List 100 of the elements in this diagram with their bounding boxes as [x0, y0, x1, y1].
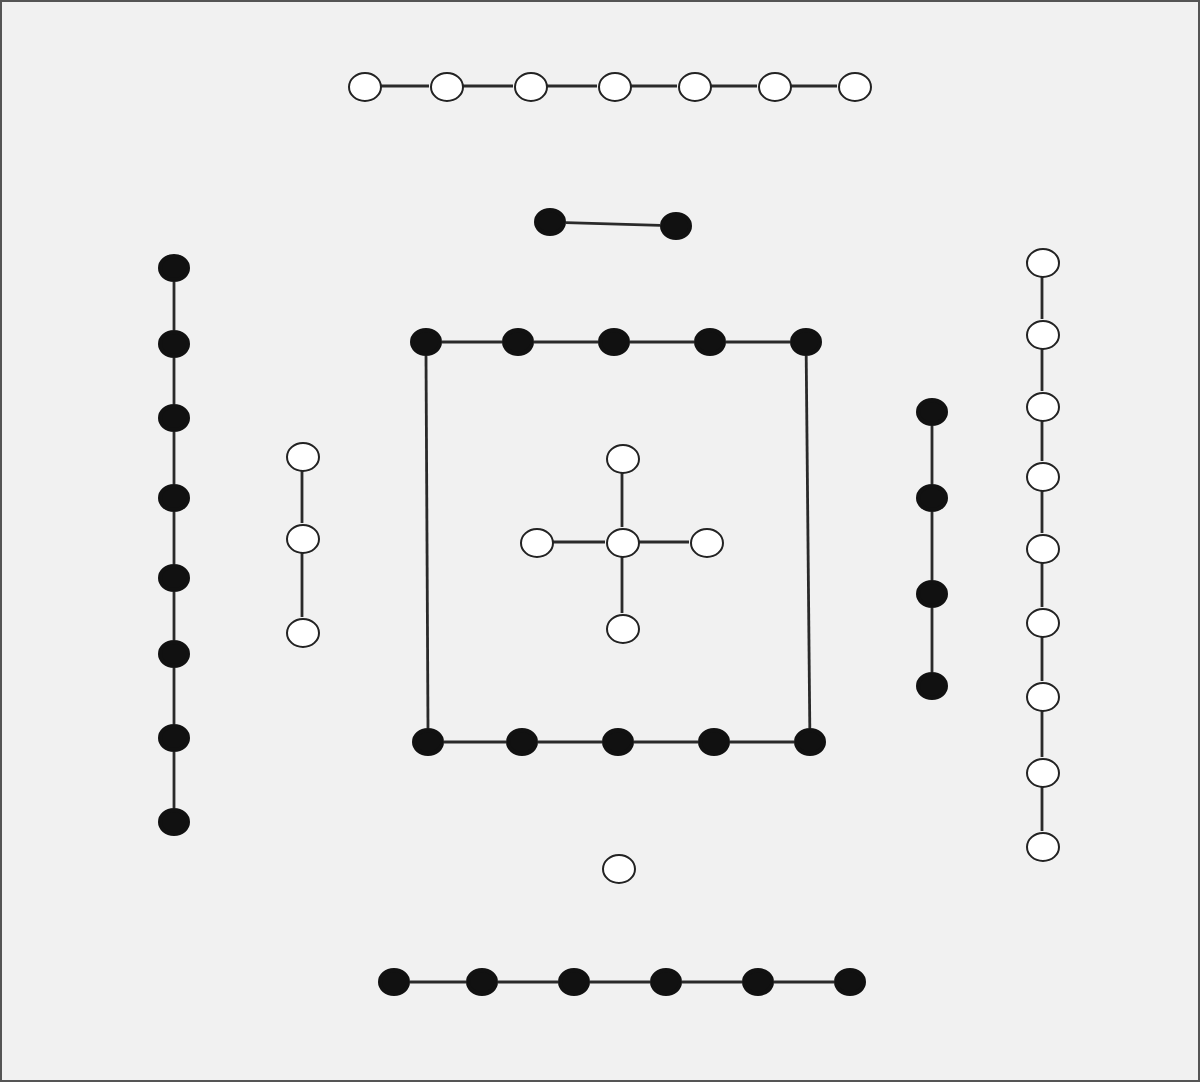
filled-dot: [158, 640, 190, 668]
connecting-line: [172, 592, 176, 640]
open-circle: [1025, 607, 1059, 637]
connecting-line: [444, 740, 506, 744]
connecting-line: [300, 471, 304, 523]
connecting-line: [682, 980, 742, 984]
open-circle: [1025, 831, 1059, 861]
connecting-line: [711, 84, 757, 88]
filled-dot: [598, 328, 630, 356]
filled-dot: [158, 254, 190, 282]
filled-dot: [694, 328, 726, 356]
filled-dot: [794, 728, 826, 756]
connecting-line: [639, 540, 689, 544]
open-circle: [1025, 681, 1059, 711]
connecting-line: [726, 340, 790, 344]
open-circle: [601, 853, 635, 883]
filled-dot: [698, 728, 730, 756]
connecting-line: [791, 84, 837, 88]
filled-dot: [506, 728, 538, 756]
filled-dot: [916, 398, 948, 426]
connecting-line: [631, 84, 677, 88]
filled-dot: [558, 968, 590, 996]
filled-dot: [158, 724, 190, 752]
filled-dot: [742, 968, 774, 996]
connecting-line: [463, 84, 513, 88]
connecting-line: [172, 668, 176, 724]
open-circle: [1025, 247, 1059, 277]
connecting-line: [1040, 711, 1044, 757]
connecting-line: [172, 512, 176, 564]
open-circle: [1025, 391, 1059, 421]
filled-dot: [650, 968, 682, 996]
connecting-line: [1040, 637, 1044, 681]
connecting-line: [930, 512, 934, 580]
open-circle: [757, 71, 791, 101]
filled-dot: [412, 728, 444, 756]
open-circle: [605, 443, 639, 473]
connecting-line: [804, 356, 812, 728]
connecting-line: [442, 340, 502, 344]
open-circle: [285, 441, 319, 471]
connecting-line: [1040, 421, 1044, 461]
connecting-line: [534, 340, 598, 344]
connecting-line: [620, 473, 624, 527]
filled-dot: [158, 330, 190, 358]
connecting-line: [538, 740, 602, 744]
connecting-line: [547, 84, 597, 88]
open-circle: [347, 71, 381, 101]
filled-dot: [158, 404, 190, 432]
filled-dot: [158, 564, 190, 592]
filled-dot: [660, 212, 692, 240]
connecting-line: [620, 557, 624, 613]
filled-dot: [602, 728, 634, 756]
open-circle: [1025, 533, 1059, 563]
connecting-line: [774, 980, 834, 984]
filled-dot: [502, 328, 534, 356]
filled-dot: [916, 484, 948, 512]
filled-dot: [158, 808, 190, 836]
open-circle: [605, 613, 639, 643]
filled-dot: [378, 968, 410, 996]
connecting-line: [1040, 787, 1044, 831]
connecting-line: [590, 980, 650, 984]
filled-dot: [834, 968, 866, 996]
connecting-line: [630, 340, 694, 344]
filled-dot: [916, 580, 948, 608]
open-circle: [677, 71, 711, 101]
connecting-line: [1040, 491, 1044, 533]
open-circle: [519, 527, 553, 557]
connecting-line: [634, 740, 698, 744]
connecting-line: [553, 540, 605, 544]
open-circle: [429, 71, 463, 101]
connecting-line: [300, 553, 304, 617]
connecting-line: [1040, 277, 1044, 319]
connecting-line: [381, 84, 429, 88]
connecting-line: [1040, 563, 1044, 607]
open-circle: [513, 71, 547, 101]
open-circle: [597, 71, 631, 101]
open-circle: [689, 527, 723, 557]
connecting-line: [565, 221, 661, 227]
open-circle: [1025, 319, 1059, 349]
open-circle: [605, 527, 639, 557]
filled-dot: [916, 672, 948, 700]
connecting-line: [410, 980, 466, 984]
filled-dot: [158, 484, 190, 512]
filled-dot: [534, 208, 566, 236]
connecting-line: [1040, 349, 1044, 391]
filled-dot: [466, 968, 498, 996]
connecting-line: [930, 608, 934, 672]
connecting-line: [930, 426, 934, 484]
filled-dot: [410, 328, 442, 356]
open-circle: [1025, 461, 1059, 491]
open-circle: [285, 617, 319, 647]
open-circle: [285, 523, 319, 553]
connecting-line: [172, 282, 176, 330]
connecting-line: [424, 356, 430, 728]
connecting-line: [172, 752, 176, 808]
connecting-line: [172, 358, 176, 404]
connecting-line: [730, 740, 794, 744]
connecting-line: [172, 432, 176, 484]
filled-dot: [790, 328, 822, 356]
connecting-line: [498, 980, 558, 984]
open-circle: [1025, 757, 1059, 787]
